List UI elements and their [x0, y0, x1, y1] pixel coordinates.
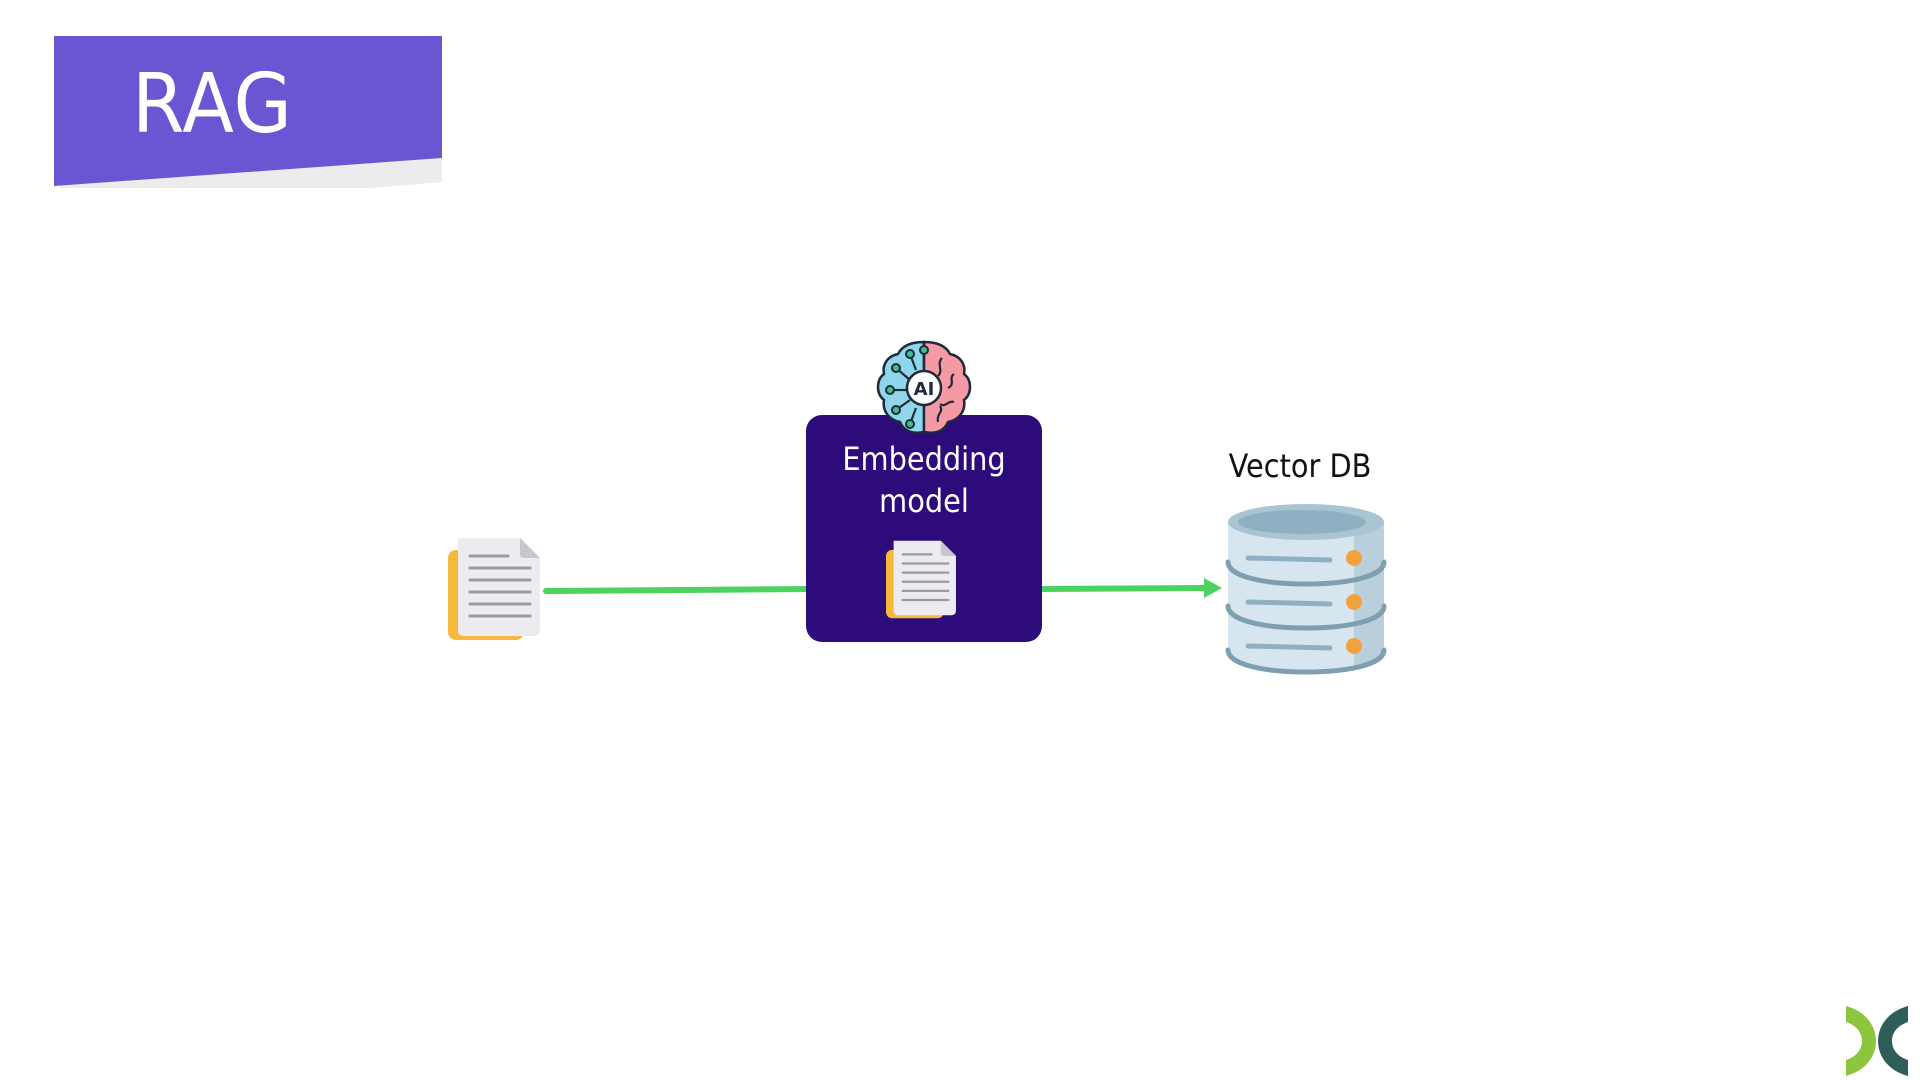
arrowhead-icon: [1204, 578, 1222, 598]
ai-brain-icon: AI: [874, 338, 974, 438]
embedding-model-label: Embedding model: [818, 438, 1030, 522]
title-banner: RAG: [54, 36, 442, 188]
embedding-model-label-line1: Embedding: [842, 440, 1006, 478]
brand-logo-icon: [1842, 1004, 1912, 1078]
ai-badge-text: AI: [914, 379, 935, 400]
slide-title: RAG: [132, 57, 293, 152]
embedding-model-label-line2: model: [879, 482, 969, 520]
title-banner-shape: [54, 36, 442, 188]
document-stack-icon: [444, 536, 544, 646]
document-stack-icon-inner: [883, 538, 959, 624]
connector-doc-to-model: [543, 586, 811, 594]
connector-model-to-db: [1037, 585, 1211, 592]
database-icon: [1224, 500, 1388, 676]
vector-db-label: Vector DB: [1228, 447, 1372, 485]
